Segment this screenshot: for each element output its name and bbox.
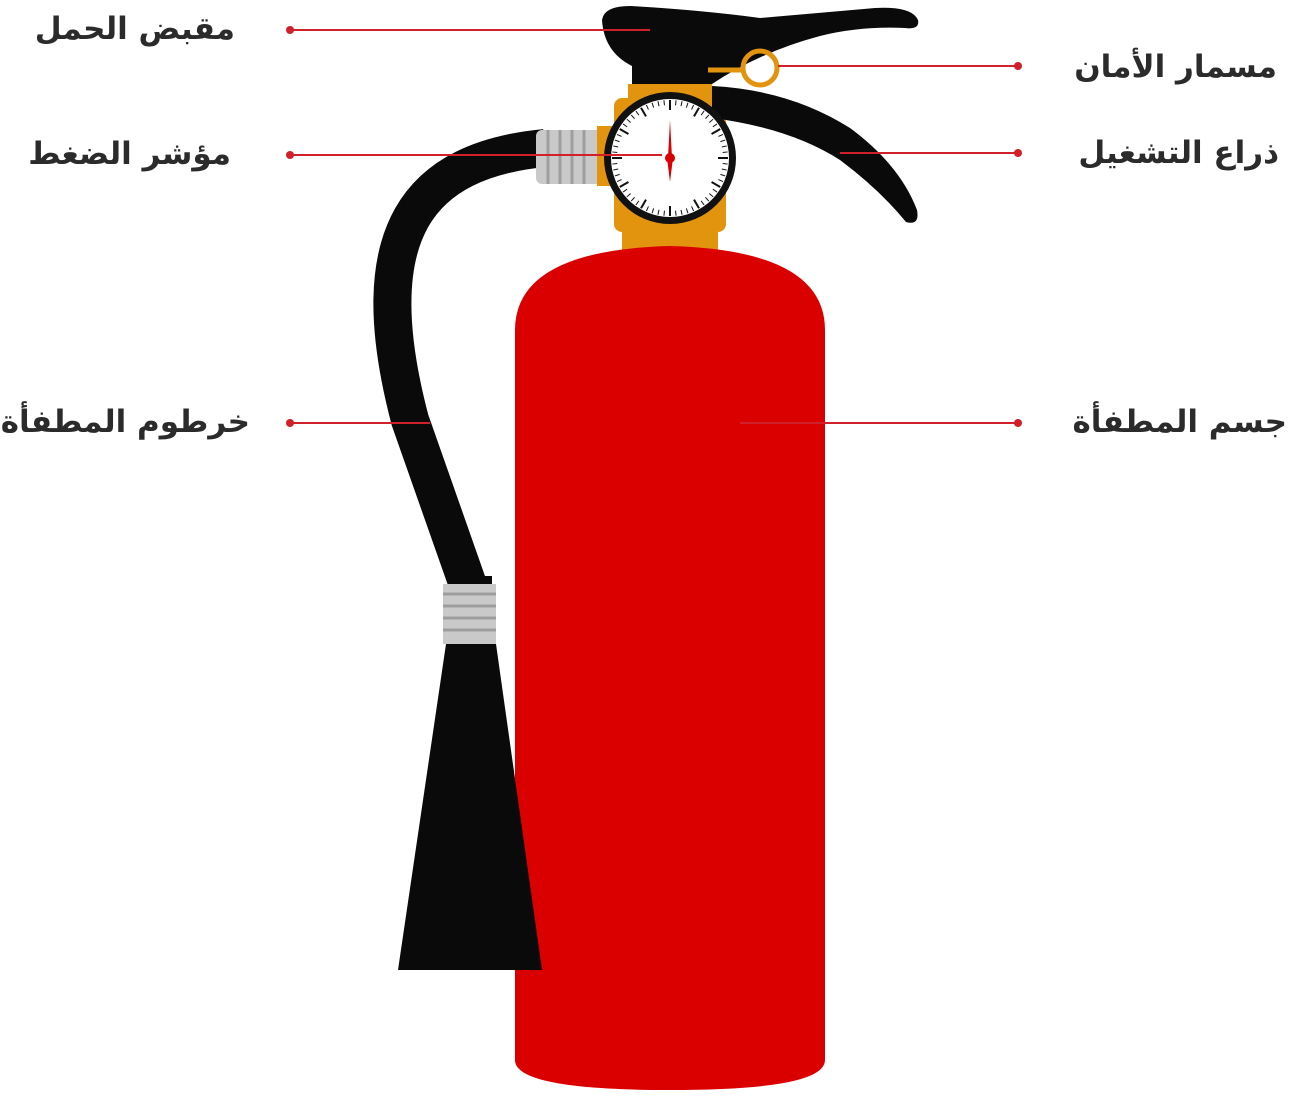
carry-handle-shape	[602, 6, 918, 84]
gauge-tick	[612, 152, 617, 153]
gauge-tick	[612, 164, 617, 165]
label-hose: خرطوم المطفأة	[1, 407, 250, 438]
gauge-tick	[664, 100, 665, 105]
leader-safety-pin	[778, 62, 1022, 70]
gauge-tick	[676, 100, 677, 105]
label-operating-lever: ذراع التشغيل	[1078, 138, 1279, 169]
label-pressure-gauge: مؤشر الضغط	[28, 139, 231, 170]
operating-lever-shape	[712, 86, 918, 223]
leader-carry-handle	[286, 26, 650, 34]
pressure-gauge	[604, 92, 736, 224]
label-safety-pin: مسمار الأمان	[1074, 52, 1277, 83]
gauge-tick	[676, 211, 677, 216]
hose-coupling	[443, 584, 496, 644]
extinguisher-body	[515, 226, 825, 1090]
label-body: جسم المطفأة	[1073, 407, 1288, 438]
label-carry-handle: مقبض الحمل	[35, 14, 235, 45]
gauge-tick	[664, 211, 665, 216]
gauge-tick	[723, 164, 728, 165]
gauge-tick	[723, 152, 728, 153]
